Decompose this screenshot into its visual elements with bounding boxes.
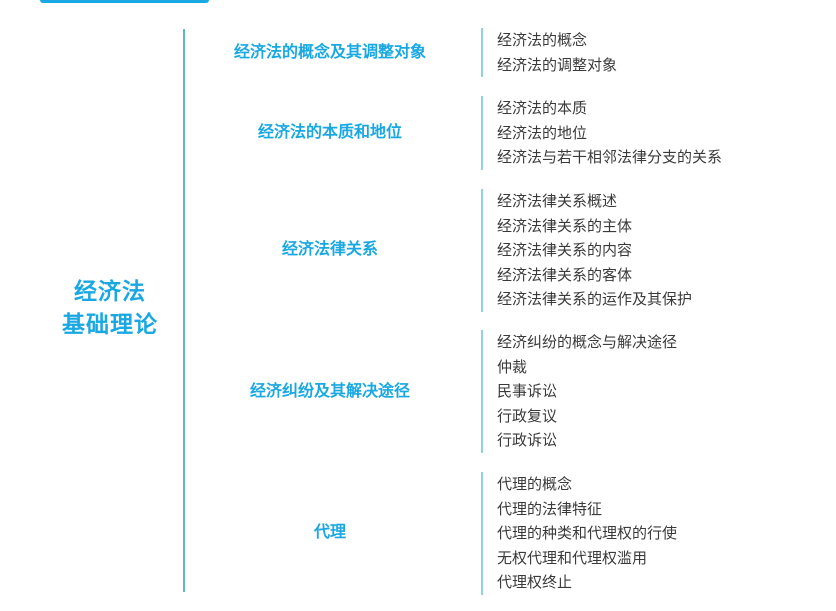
list-item: 经济法律关系的主体 (497, 216, 633, 235)
main-title-line1: 经济法 (74, 279, 146, 305)
section-title: 经济法的本质和地位 (257, 122, 402, 141)
list-item: 代理的法律特征 (497, 499, 603, 518)
section-title: 经济纠纷及其解决途径 (249, 381, 410, 400)
list-item: 经济法的调整对象 (497, 55, 618, 74)
list-item: 代理的种类和代理权的行使 (497, 524, 678, 542)
list-item: 经济法律关系概述 (497, 192, 618, 210)
list-item: 无权代理和代理权滥用 (497, 548, 648, 567)
section-list: 经济法律关系概述 经济法律关系的主体 经济法律关系的内容 经济法律关系的客体 经… (481, 189, 692, 312)
main-title: 经济法 基础理论 (40, 276, 180, 342)
list-item: 行政诉讼 (497, 431, 558, 449)
list-item: 仲裁 (497, 357, 528, 376)
list-item: 经济法律关系的内容 (497, 241, 633, 259)
main-divider-line (183, 29, 185, 592)
section-title: 经济法的概念及其调整对象 (233, 42, 426, 61)
list-item: 经济法律关系的客体 (497, 265, 633, 284)
main-title-line2: 基础理论 (62, 312, 158, 338)
top-accent-bar (40, 0, 209, 3)
list-item: 民事诉讼 (497, 382, 558, 400)
section-list: 代理的概念 代理的法律特征 代理的种类和代理权的行使 无权代理和代理权滥用 代理… (481, 472, 677, 595)
list-item: 经济法与若干相邻法律分支的关系 (497, 148, 723, 166)
section-list: 经济法的概念 经济法的调整对象 (481, 28, 617, 77)
section-title: 经济法律关系 (281, 239, 378, 258)
list-item: 代理权终止 (497, 573, 573, 591)
list-item: 代理的概念 (497, 475, 573, 493)
list-item: 行政复议 (497, 406, 558, 425)
list-item: 经济法的概念 (497, 31, 588, 49)
list-item: 经济法的本质 (497, 99, 588, 117)
list-item: 经济法的地位 (497, 123, 588, 142)
list-item: 经济纠纷的概念与解决途径 (497, 333, 678, 351)
list-item: 经济法律关系的运作及其保护 (497, 290, 693, 308)
section-title: 代理 (313, 522, 346, 541)
section-list: 经济法的本质 经济法的地位 经济法与若干相邻法律分支的关系 (481, 96, 722, 170)
section-list: 经济纠纷的概念与解决途径 仲裁 民事诉讼 行政复议 行政诉讼 (481, 330, 677, 453)
